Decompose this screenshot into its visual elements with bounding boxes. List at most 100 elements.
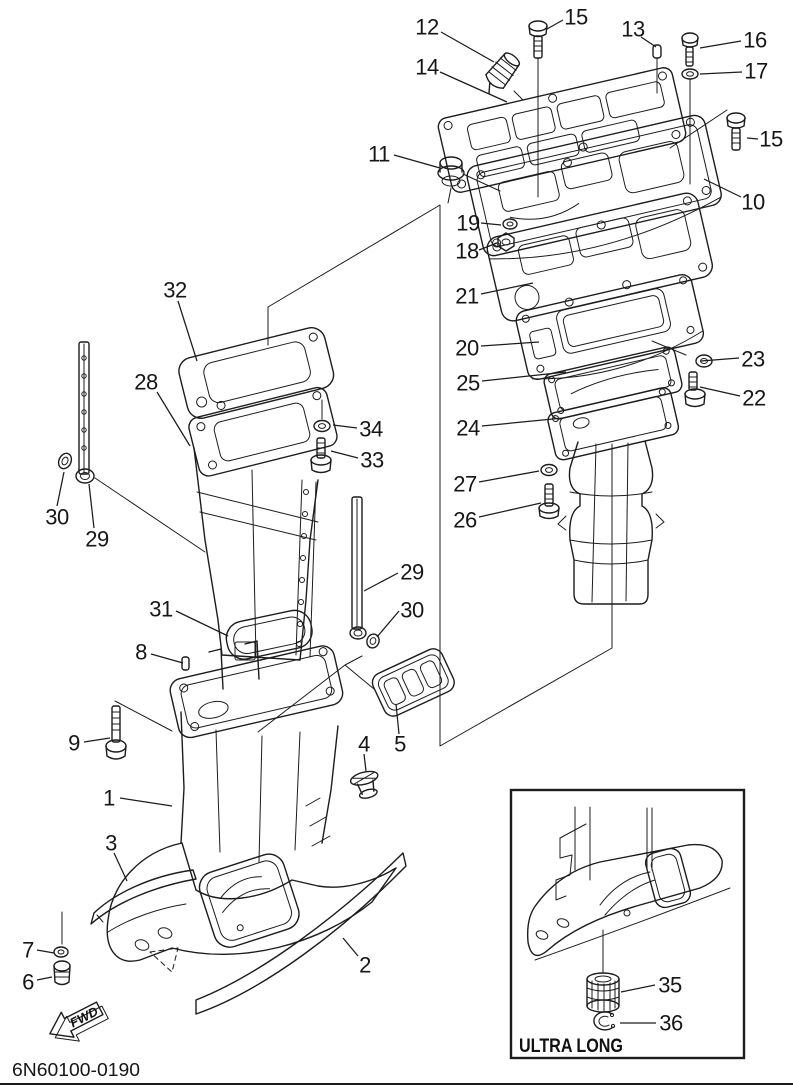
callout-label-15: 15 xyxy=(759,127,783,152)
callout-label-30: 30 xyxy=(45,505,69,530)
callout-leader xyxy=(177,300,198,362)
callout-leader xyxy=(395,703,400,735)
callout-leader-lines xyxy=(36,19,759,1024)
part-muffler-body-20 xyxy=(515,273,705,381)
part-bolt-6 xyxy=(53,960,71,986)
part-water-tube-29-right xyxy=(349,496,367,640)
part-circlip-36 xyxy=(593,1011,616,1031)
part-strip-2 xyxy=(195,852,407,1015)
callout-label-1: 1 xyxy=(103,786,115,811)
part-washer-23 xyxy=(651,340,713,368)
part-washer-30-right xyxy=(366,633,380,649)
callout-leader xyxy=(478,470,540,483)
callout-leader xyxy=(703,178,742,198)
callout-label-10: 10 xyxy=(741,190,765,215)
diagram-line-art: FWD xyxy=(0,20,793,1085)
part-seal-31 xyxy=(225,609,313,660)
callout-leader xyxy=(440,31,495,63)
callout-label-26: 26 xyxy=(453,508,477,533)
part-washer-19 xyxy=(502,218,518,230)
part-washer-27 xyxy=(540,463,558,477)
part-grommet-11 xyxy=(437,156,501,204)
callout-label-30: 30 xyxy=(400,598,424,623)
callout-leader xyxy=(699,40,742,49)
callout-leader xyxy=(699,386,741,397)
callout-leader xyxy=(480,282,534,295)
callout-leader xyxy=(478,502,542,518)
inset-border xyxy=(509,788,746,1060)
callout-label-8: 8 xyxy=(135,640,147,665)
callout-label-2: 2 xyxy=(359,953,371,978)
callout-leader xyxy=(746,137,759,140)
callout-label-35: 35 xyxy=(658,973,682,998)
part-pin-13 xyxy=(652,44,662,94)
part-pin-8 xyxy=(181,656,190,671)
callout-leader xyxy=(700,357,740,362)
assembly-bracket-line xyxy=(267,204,613,747)
callout-label-12: 12 xyxy=(415,15,439,40)
callout-leader xyxy=(640,36,657,48)
part-nut-18 xyxy=(497,232,515,252)
callout-label-22: 22 xyxy=(742,386,766,411)
callout-leader xyxy=(363,572,399,592)
part-plate-3 xyxy=(90,869,197,925)
callout-leader xyxy=(481,417,564,427)
callout-leader xyxy=(363,753,367,772)
part-anode-12 xyxy=(485,52,524,101)
part-bolt-26 xyxy=(538,483,560,520)
part-bolt-16 xyxy=(681,32,699,67)
part-muffler-24 xyxy=(547,387,680,605)
part-bolt-33 xyxy=(310,437,332,474)
callout-label-15: 15 xyxy=(564,5,588,30)
callout-label-28: 28 xyxy=(134,370,158,395)
callout-label-3: 3 xyxy=(105,831,117,856)
callout-label-18: 18 xyxy=(455,239,479,264)
callout-label-11: 11 xyxy=(368,142,390,167)
part-washer-17 xyxy=(681,68,699,185)
part-gasket-14 xyxy=(437,67,687,193)
part-gasket-25 xyxy=(543,346,683,420)
callout-leader xyxy=(478,242,498,251)
callout-label-13: 13 xyxy=(621,17,645,42)
fwd-arrow: FWD xyxy=(49,1001,109,1042)
callout-label-14: 14 xyxy=(415,55,439,80)
callout-label-24: 24 xyxy=(456,416,480,441)
callout-label-27: 27 xyxy=(453,472,477,497)
part-washer-30-left xyxy=(57,452,73,470)
callout-leader xyxy=(113,852,128,882)
callout-leader xyxy=(56,471,65,507)
callout-label-9: 9 xyxy=(68,731,80,756)
part-washer-34 xyxy=(313,399,331,433)
callout-leader xyxy=(342,937,359,957)
part-gasket-21 xyxy=(486,192,713,322)
part-bolt-15-top xyxy=(528,20,548,198)
part-grommet-4 xyxy=(349,770,379,799)
part-bolt-15-right xyxy=(669,109,746,151)
part-bearing-35 xyxy=(586,972,620,1013)
callout-leader xyxy=(150,653,184,664)
callout-label-36: 36 xyxy=(659,1011,683,1036)
callout-label-31: 31 xyxy=(149,597,173,622)
inset-label: ULTRA LONG xyxy=(519,1035,623,1057)
callout-leader xyxy=(480,341,540,347)
callout-label-20: 20 xyxy=(455,336,479,361)
callout-label-32: 32 xyxy=(163,278,187,303)
callout-label-19: 19 xyxy=(456,211,480,236)
callout-leader xyxy=(393,154,441,169)
callout-leader xyxy=(439,71,508,103)
part-gasket-5 xyxy=(257,648,455,733)
part-lower-casing-1 xyxy=(106,640,397,973)
callout-label-16: 16 xyxy=(743,28,767,53)
callout-leader xyxy=(156,391,191,447)
fwd-arrow-label: FWD xyxy=(67,1003,101,1030)
callout-label-23: 23 xyxy=(741,347,765,372)
part-washer-7 xyxy=(53,911,69,958)
callout-label-5: 5 xyxy=(394,732,406,757)
callout-leader xyxy=(83,737,111,743)
callout-leader xyxy=(546,19,564,30)
callout-leader xyxy=(330,450,359,459)
part-bolt-22 xyxy=(684,371,706,408)
